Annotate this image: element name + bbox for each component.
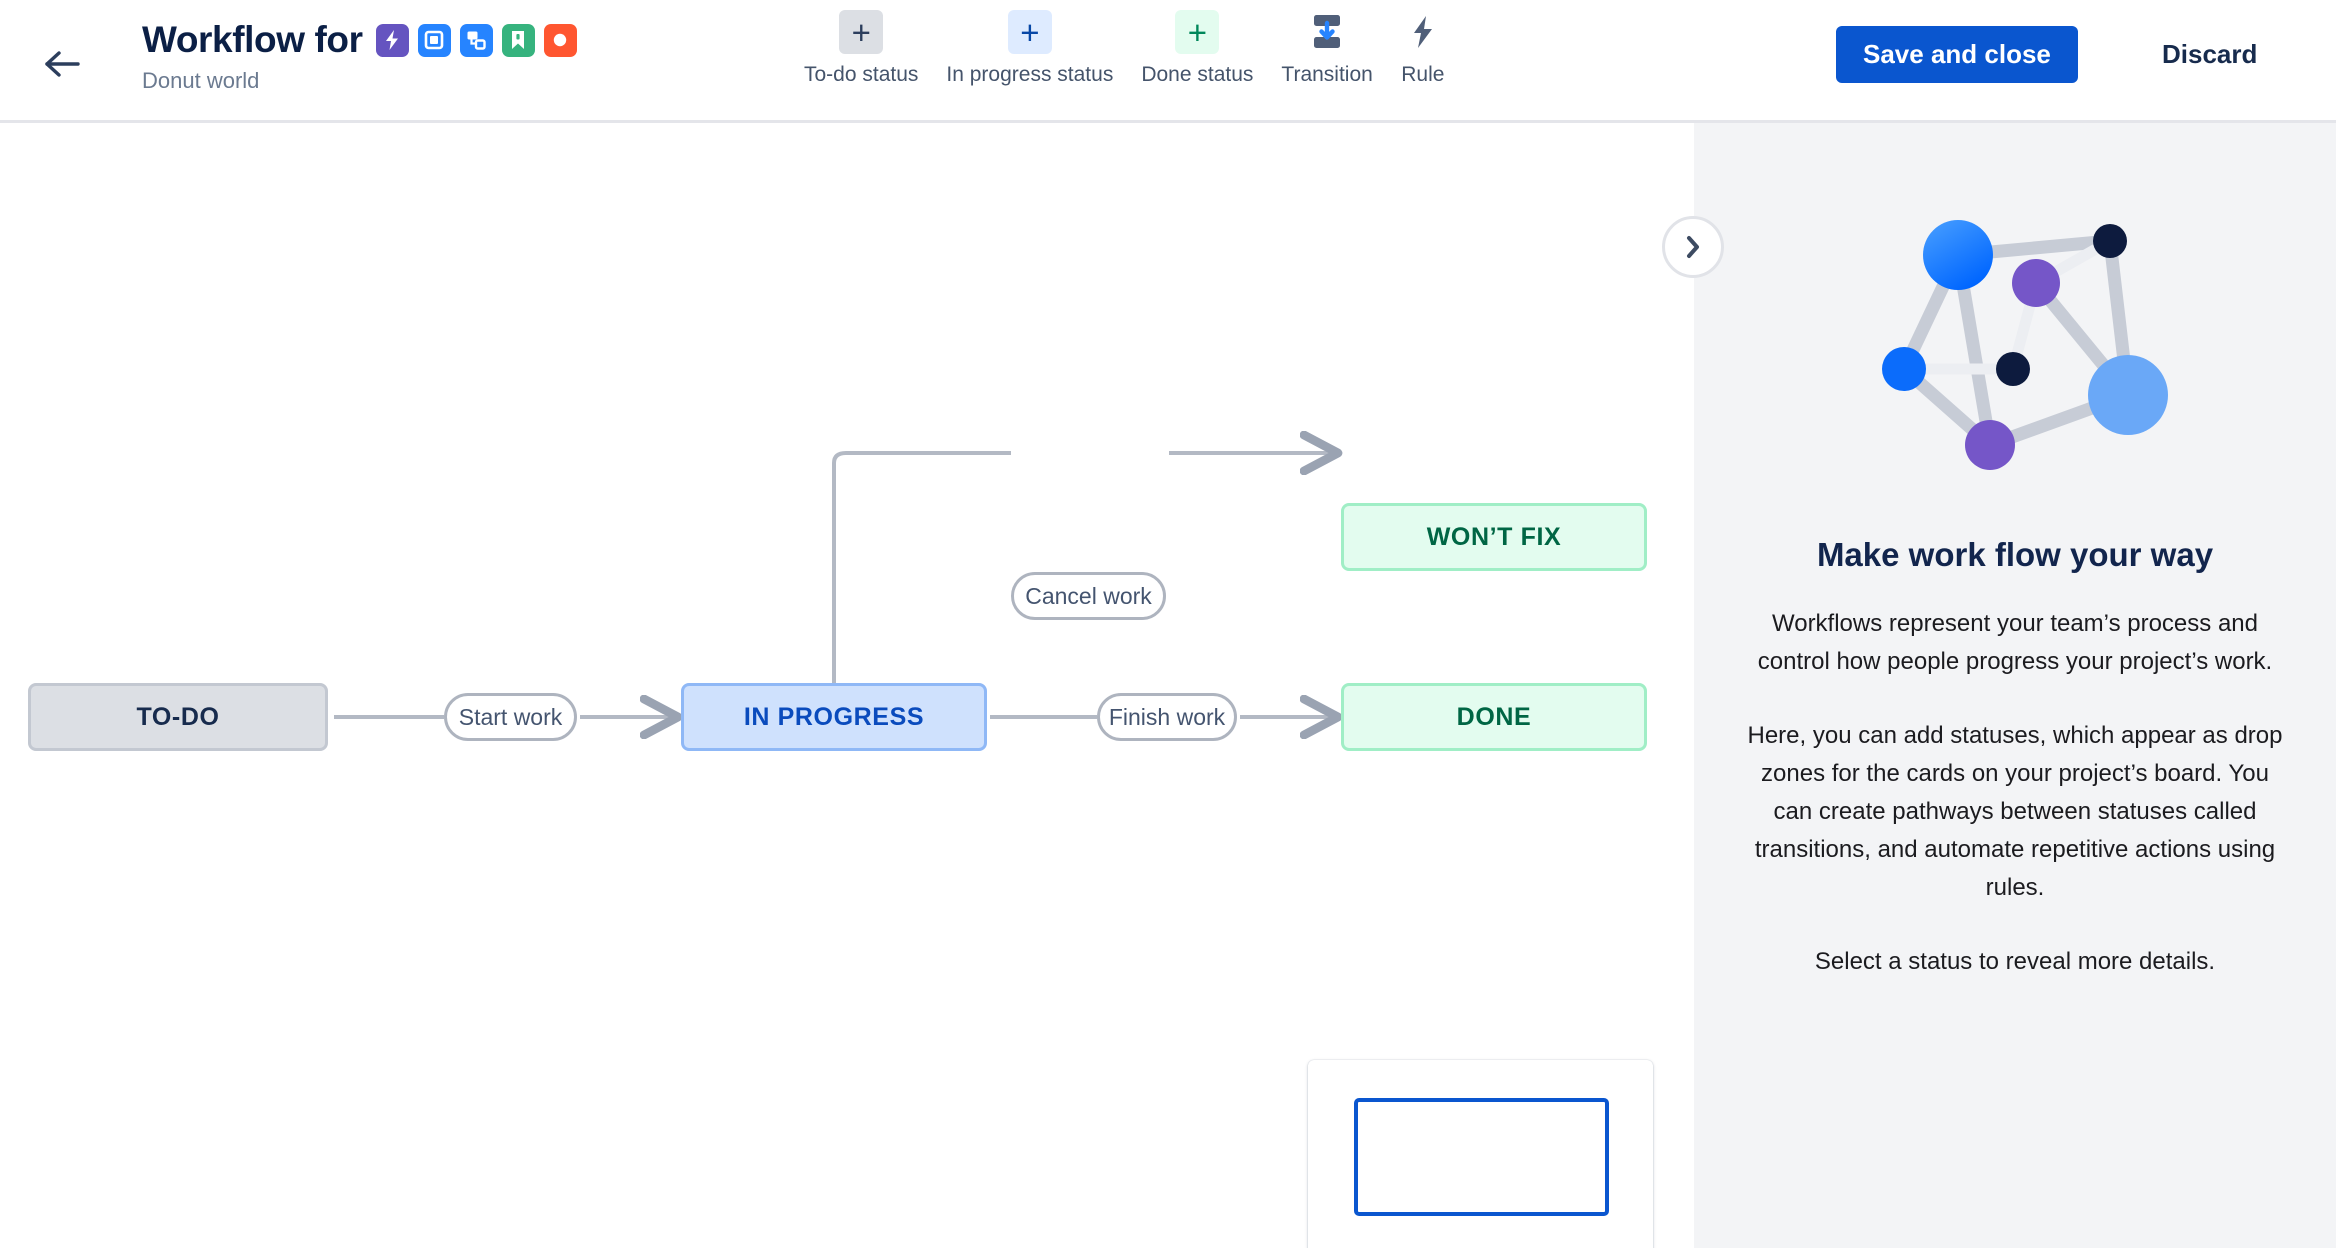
tool-label: Rule — [1401, 63, 1445, 86]
app-header: Workflow for — [0, 0, 2336, 123]
workflow-edges — [334, 123, 1691, 1248]
page-title: Workflow for — [142, 19, 363, 60]
chevron-right-icon — [1687, 236, 1699, 258]
add-transition-button[interactable]: Transition — [1267, 10, 1386, 88]
panel-paragraph-2: Here, you can add statuses, which appear… — [1747, 722, 2283, 901]
tool-label: Done status — [1141, 63, 1254, 86]
add-in-progress-status-button[interactable]: + In progress status — [932, 10, 1127, 88]
bug-icon — [543, 23, 577, 57]
task-icon — [417, 23, 451, 57]
status-label: TO-DO — [136, 702, 220, 731]
arrow-left-icon — [45, 51, 80, 77]
workflow-network-illustration — [1882, 220, 2168, 470]
tool-label: To-do status — [804, 63, 919, 86]
status-label: IN PROGRESS — [743, 702, 925, 731]
minimap-panel[interactable] — [1308, 1060, 1653, 1248]
title-block: Workflow for — [142, 18, 577, 95]
subtask-icon — [459, 23, 493, 57]
transition-icon — [1305, 10, 1349, 54]
status-node-done[interactable]: DONE — [1341, 683, 1647, 751]
add-done-status-button[interactable]: + Done status — [1127, 10, 1267, 88]
tool-label: In progress status — [946, 63, 1114, 86]
epic-icon — [375, 23, 409, 57]
page-subtitle: Donut world — [142, 68, 260, 93]
panel-paragraph-1: Workflows represent your team’s process … — [1757, 610, 2273, 675]
panel-paragraph-3: Select a status to reveal more details. — [1814, 948, 2216, 975]
story-icon — [501, 23, 535, 57]
expand-panel-button[interactable] — [1662, 216, 1724, 278]
plus-icon: + — [1007, 10, 1052, 54]
status-node-in-progress[interactable]: IN PROGRESS — [681, 683, 987, 751]
add-todo-status-button[interactable]: + To-do status — [790, 10, 932, 88]
workflow-canvas[interactable]: TO-DO IN PROGRESS DONE WON’T FIX Start w… — [0, 123, 1691, 1248]
transition-label: Cancel work — [1025, 582, 1152, 609]
status-node-todo[interactable]: TO-DO — [28, 683, 328, 751]
transition-cancel-work[interactable]: Cancel work — [1011, 572, 1166, 620]
back-button[interactable] — [38, 40, 86, 88]
rule-bolt-icon — [1401, 10, 1445, 54]
tool-label: Transition — [1281, 63, 1373, 86]
transition-start-work[interactable]: Start work — [444, 693, 577, 741]
status-label: WON’T FIX — [1426, 522, 1562, 551]
workflow-toolbar: + To-do status + In progress status + Do… — [790, 10, 1459, 88]
plus-icon: + — [1175, 10, 1220, 54]
transition-label: Finish work — [1108, 703, 1226, 730]
plus-icon: + — [839, 10, 884, 54]
minimap-viewport-rect[interactable] — [1354, 1098, 1609, 1216]
status-label: DONE — [1456, 702, 1532, 731]
transition-finish-work[interactable]: Finish work — [1097, 693, 1237, 741]
info-side-panel: Make work flow your way Workflows repres… — [1694, 123, 2336, 1248]
save-and-close-button[interactable]: Save and close — [1836, 26, 2078, 83]
status-node-wont-fix[interactable]: WON’T FIX — [1341, 503, 1647, 571]
panel-title: Make work flow your way — [1816, 536, 2214, 573]
discard-button[interactable]: Discard — [2152, 26, 2267, 83]
add-rule-button[interactable]: Rule — [1387, 10, 1459, 88]
transition-label: Start work — [458, 703, 563, 730]
issue-type-icon-group — [375, 23, 577, 57]
